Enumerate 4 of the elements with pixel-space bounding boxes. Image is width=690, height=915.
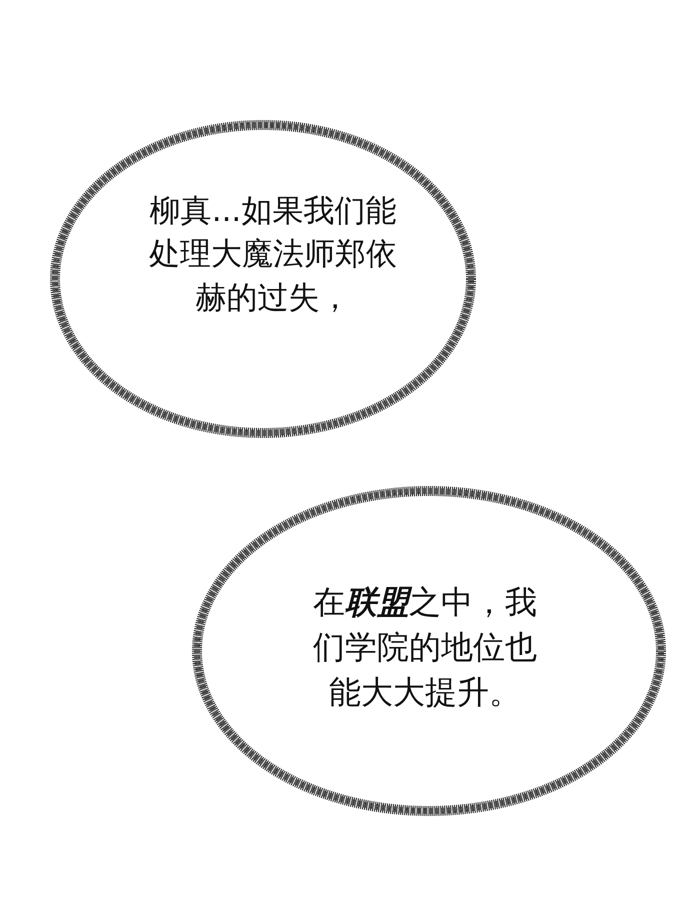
speech-text: 在联盟之中，我们学院的地位也能大大提升。: [312, 582, 538, 713]
speech-bubble: [48, 118, 478, 440]
speech-text: 柳真...如果我们能处理大魔法师郑依赫的过失，: [148, 192, 398, 318]
speech-bubble: [190, 484, 668, 818]
